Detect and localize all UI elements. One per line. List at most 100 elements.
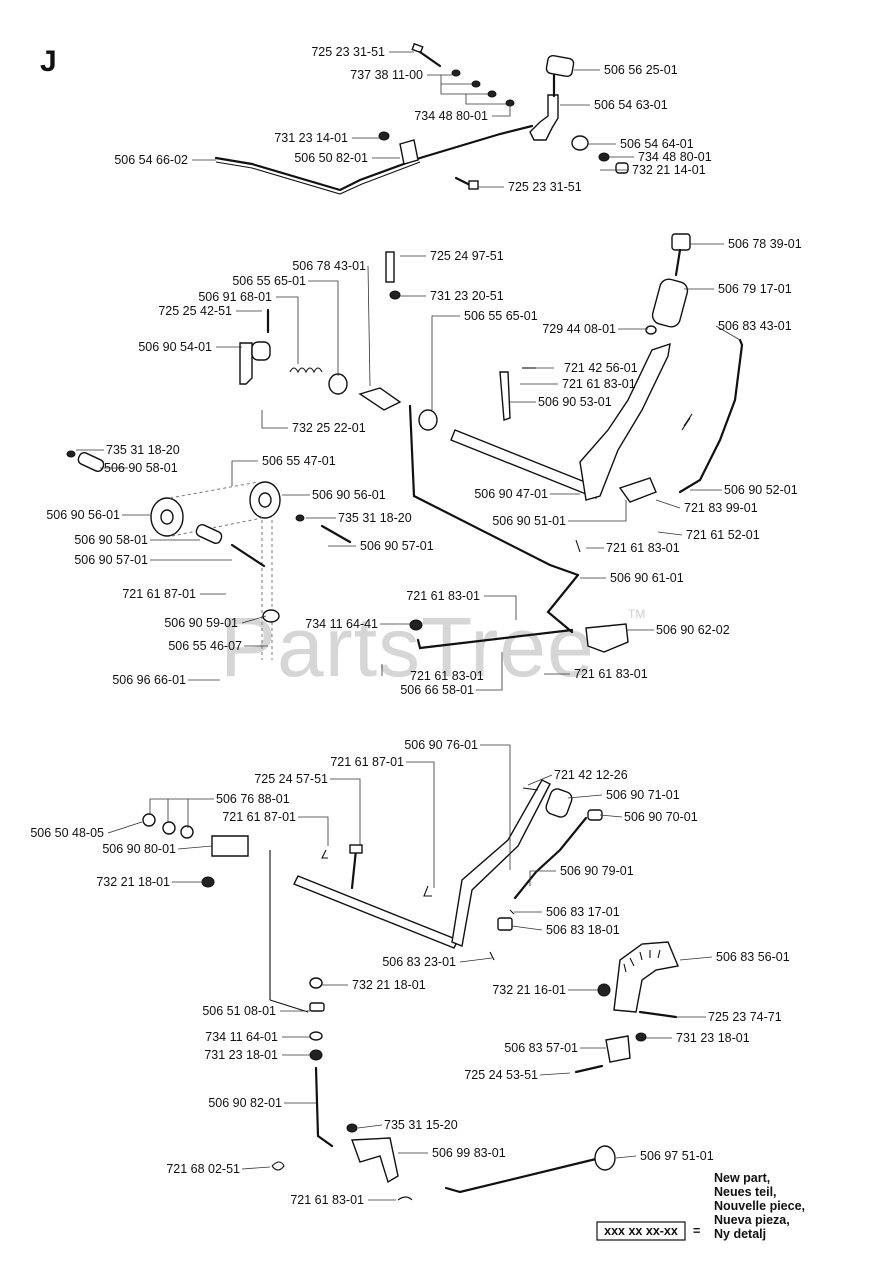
label-731-23-14-01: 731 23 14-01: [274, 131, 348, 145]
leader-lines: [76, 51, 741, 1201]
label-506-90-47-01: 506 90 47-01: [474, 487, 548, 501]
label-506-90-59-01: 506 90 59-01: [164, 616, 238, 630]
label-506-50-48-05: 506 50 48-05: [30, 826, 104, 840]
label-732-21-18-01: 732 21 18-01: [96, 875, 170, 889]
label-725-24-53-51: 725 24 53-51: [464, 1068, 538, 1082]
label-734-11-64-01: 734 11 64-01: [205, 1030, 278, 1044]
label-721-42-56-01: 721 42 56-01: [564, 361, 638, 375]
label-737-38-11-00: 737 38 11-00: [350, 68, 423, 82]
label-506-54-63-01: 506 54 63-01: [594, 98, 668, 112]
label-725-23-31-51: 725 23 31-51: [311, 45, 385, 59]
label-506-97-51-01: 506 97 51-01: [640, 1149, 714, 1163]
label-506-54-64-01: 506 54 64-01: [620, 137, 694, 151]
label-506-90-58-01: 506 90 58-01: [104, 461, 178, 475]
label-506-78-43-01: 506 78 43-01: [292, 259, 366, 273]
label-721-61-52-01: 721 61 52-01: [686, 528, 760, 542]
label-506-78-39-01: 506 78 39-01: [728, 237, 802, 251]
label-506-76-88-01: 506 76 88-01: [216, 792, 290, 806]
label-735-31-18-20-b: 735 31 18-20: [338, 511, 412, 525]
label-506-99-83-01: 506 99 83-01: [432, 1146, 506, 1160]
label-721-61-87-01-b: 721 61 87-01: [330, 755, 404, 769]
label-506-90-61-01: 506 90 61-01: [610, 571, 684, 585]
label-506-83-17-01: 506 83 17-01: [546, 905, 620, 919]
label-506-90-52-01: 506 90 52-01: [724, 483, 798, 497]
label-721-83-99-01: 721 83 99-01: [684, 501, 758, 515]
label-721-61-83-01-c: 721 61 83-01: [406, 589, 480, 603]
label-506-83-18-01: 506 83 18-01: [546, 923, 620, 937]
label-506-96-66-01: 506 96 66-01: [112, 673, 186, 687]
legend-equals: =: [693, 1224, 700, 1238]
label-506-83-56-01: 506 83 56-01: [716, 950, 790, 964]
label-721-61-83-01-b: 721 61 83-01: [606, 541, 680, 555]
legend: New part, Neues teil, Nouvelle piece, Nu…: [596, 1171, 805, 1241]
label-721-61-87-01-c: 721 61 87-01: [222, 810, 296, 824]
label-506-55-46-07: 506 55 46-07: [168, 639, 242, 653]
label-732-21-18-01-b: 732 21 18-01: [352, 978, 426, 992]
label-731-23-18-01: 731 23 18-01: [204, 1048, 278, 1062]
label-506-90-80-01: 506 90 80-01: [102, 842, 176, 856]
label-731-23-18-01-b: 731 23 18-01: [676, 1031, 750, 1045]
label-721-61-83-01-d: 721 61 83-01: [574, 667, 648, 681]
legend-line-2: Neues teil,: [714, 1185, 777, 1199]
label-725-23-31-51-b: 725 23 31-51: [508, 180, 582, 194]
label-721-68-02-51: 721 68 02-51: [166, 1162, 240, 1176]
bottom-assembly-drawing: [142, 779, 679, 1201]
label-506-91-68-01: 506 91 68-01: [198, 290, 272, 304]
label-506-90-82-01: 506 90 82-01: [208, 1096, 282, 1110]
label-735-31-15-20: 735 31 15-20: [384, 1118, 458, 1132]
label-506-90-57-01-b: 506 90 57-01: [360, 539, 434, 553]
label-725-23-74-71: 725 23 74-71: [708, 1010, 782, 1024]
label-506-55-65-01-b: 506 55 65-01: [464, 309, 538, 323]
legend-line-4: Nueva pieza,: [714, 1213, 790, 1227]
label-725-24-97-51: 725 24 97-51: [430, 249, 504, 263]
label-506-90-51-01: 506 90 51-01: [492, 514, 566, 528]
label-506-56-25-01: 506 56 25-01: [604, 63, 678, 77]
label-735-31-18-20: 735 31 18-20: [106, 443, 180, 457]
label-506-79-17-01: 506 79 17-01: [718, 282, 792, 296]
label-732-21-14-01: 732 21 14-01: [632, 163, 706, 177]
label-721-61-83-01-e: 721 61 83-01: [410, 669, 484, 683]
label-506-83-43-01: 506 83 43-01: [718, 319, 792, 333]
label-506-66-58-01: 506 66 58-01: [400, 683, 474, 697]
label-732-25-22-01: 732 25 22-01: [292, 421, 366, 435]
label-506-54-66-02: 506 54 66-02: [114, 153, 188, 167]
legend-line-3: Nouvelle piece,: [714, 1199, 805, 1213]
label-506-90-70-01: 506 90 70-01: [624, 810, 698, 824]
label-721-42-12-26: 721 42 12-26: [554, 768, 628, 782]
part-labels: 725 23 31-51 737 38 11-00 734 48 80-01 7…: [30, 45, 801, 1207]
label-731-23-20-51: 731 23 20-51: [430, 289, 504, 303]
label-734-48-80-01-b: 734 48 80-01: [638, 150, 712, 164]
top-assembly-drawing: [214, 42, 629, 195]
label-506-90-79-01: 506 90 79-01: [560, 864, 634, 878]
label-506-90-56-01: 506 90 56-01: [312, 488, 386, 502]
legend-code: xxx xx xx-xx: [604, 1224, 678, 1238]
label-506-50-82-01: 506 50 82-01: [294, 151, 368, 165]
label-506-55-65-01: 506 55 65-01: [232, 274, 306, 288]
label-506-90-56-01-b: 506 90 56-01: [46, 508, 120, 522]
label-732-21-16-01: 732 21 16-01: [492, 983, 566, 997]
middle-assembly-drawing: [66, 233, 744, 660]
label-506-83-57-01: 506 83 57-01: [504, 1041, 578, 1055]
legend-line-1: New part,: [714, 1171, 770, 1185]
label-725-24-57-51: 725 24 57-51: [254, 772, 328, 786]
label-506-55-47-01: 506 55 47-01: [262, 454, 336, 468]
label-506-90-71-01: 506 90 71-01: [606, 788, 680, 802]
label-506-90-53-01: 506 90 53-01: [538, 395, 612, 409]
legend-code-box: [596, 1221, 686, 1241]
label-506-90-57-01: 506 90 57-01: [74, 553, 148, 567]
label-506-90-62-02: 506 90 62-02: [656, 623, 730, 637]
label-506-90-58-01-b: 506 90 58-01: [74, 533, 148, 547]
label-721-61-87-01: 721 61 87-01: [122, 587, 196, 601]
label-734-48-80-01: 734 48 80-01: [414, 109, 488, 123]
label-734-11-64-41: 734 11 64-41: [305, 617, 378, 631]
label-506-90-54-01: 506 90 54-01: [138, 340, 212, 354]
label-506-90-76-01: 506 90 76-01: [404, 738, 478, 752]
label-721-61-83-01-f: 721 61 83-01: [290, 1193, 364, 1207]
label-721-61-83-01: 721 61 83-01: [562, 377, 636, 391]
legend-line-5: Ny detalj: [714, 1227, 766, 1241]
label-729-44-08-01: 729 44 08-01: [542, 322, 616, 336]
label-506-51-08-01: 506 51 08-01: [202, 1004, 276, 1018]
watermark-tm: TM: [628, 607, 645, 621]
section-letter: J: [40, 45, 57, 78]
